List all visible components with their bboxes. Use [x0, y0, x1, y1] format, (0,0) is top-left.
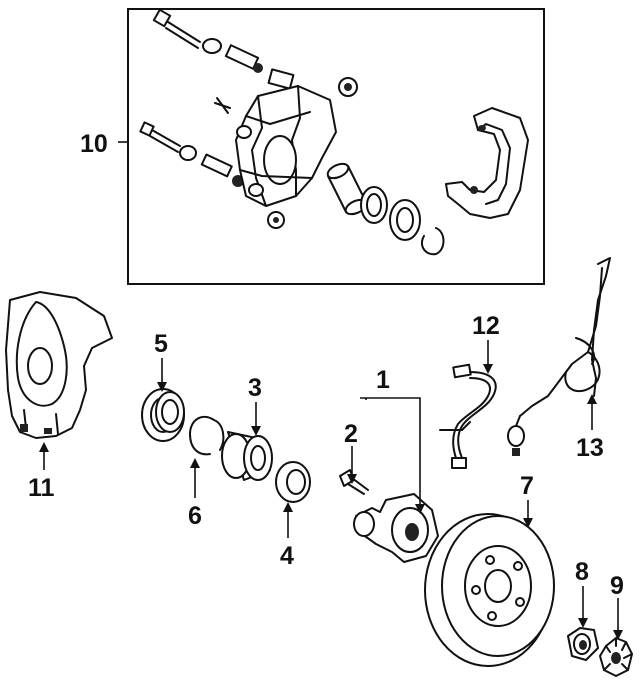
callout-13: 13 [576, 434, 604, 462]
callout-7: 7 [520, 472, 534, 500]
wheel-bearing [221, 431, 273, 481]
upper-slide-bolt [152, 8, 295, 90]
callout-10: 10 [80, 130, 108, 158]
lock-nut [599, 637, 633, 677]
callout-5: 5 [154, 330, 168, 358]
snap-ring [189, 415, 225, 456]
callout-11: 11 [28, 474, 55, 502]
callout-12: 12 [472, 312, 500, 340]
brake-hose [439, 363, 497, 469]
hub-bolt [339, 469, 369, 495]
caliper-inset-box [127, 8, 545, 285]
caliper-bracket [445, 107, 529, 219]
abs-sensor-wire [507, 257, 611, 456]
dust-shield [5, 291, 113, 439]
callout-6: 6 [188, 502, 202, 530]
wheel-hub [353, 493, 439, 563]
callout-8: 8 [575, 558, 589, 586]
leader-lines [39, 141, 623, 640]
callout-2: 2 [344, 420, 358, 448]
piston-seal [360, 186, 388, 224]
bearing-race [141, 388, 185, 442]
lower-slide-bolt [139, 121, 244, 187]
callout-3: 3 [248, 374, 262, 402]
hub-nut [567, 627, 599, 661]
caliper-body [235, 85, 337, 207]
callout-numbers: 10 5 3 1 2 12 13 11 6 4 7 8 9 [28, 130, 624, 600]
dust-boot [389, 199, 421, 241]
brake-rotor [424, 513, 555, 667]
callout-1: 1 [376, 366, 390, 394]
retaining-ring [420, 227, 445, 256]
caliper-parts-group [139, 8, 529, 256]
hub-seal [275, 461, 311, 503]
bleeder-screw [214, 97, 231, 114]
callout-9: 9 [610, 572, 624, 600]
callout-4: 4 [280, 542, 294, 570]
